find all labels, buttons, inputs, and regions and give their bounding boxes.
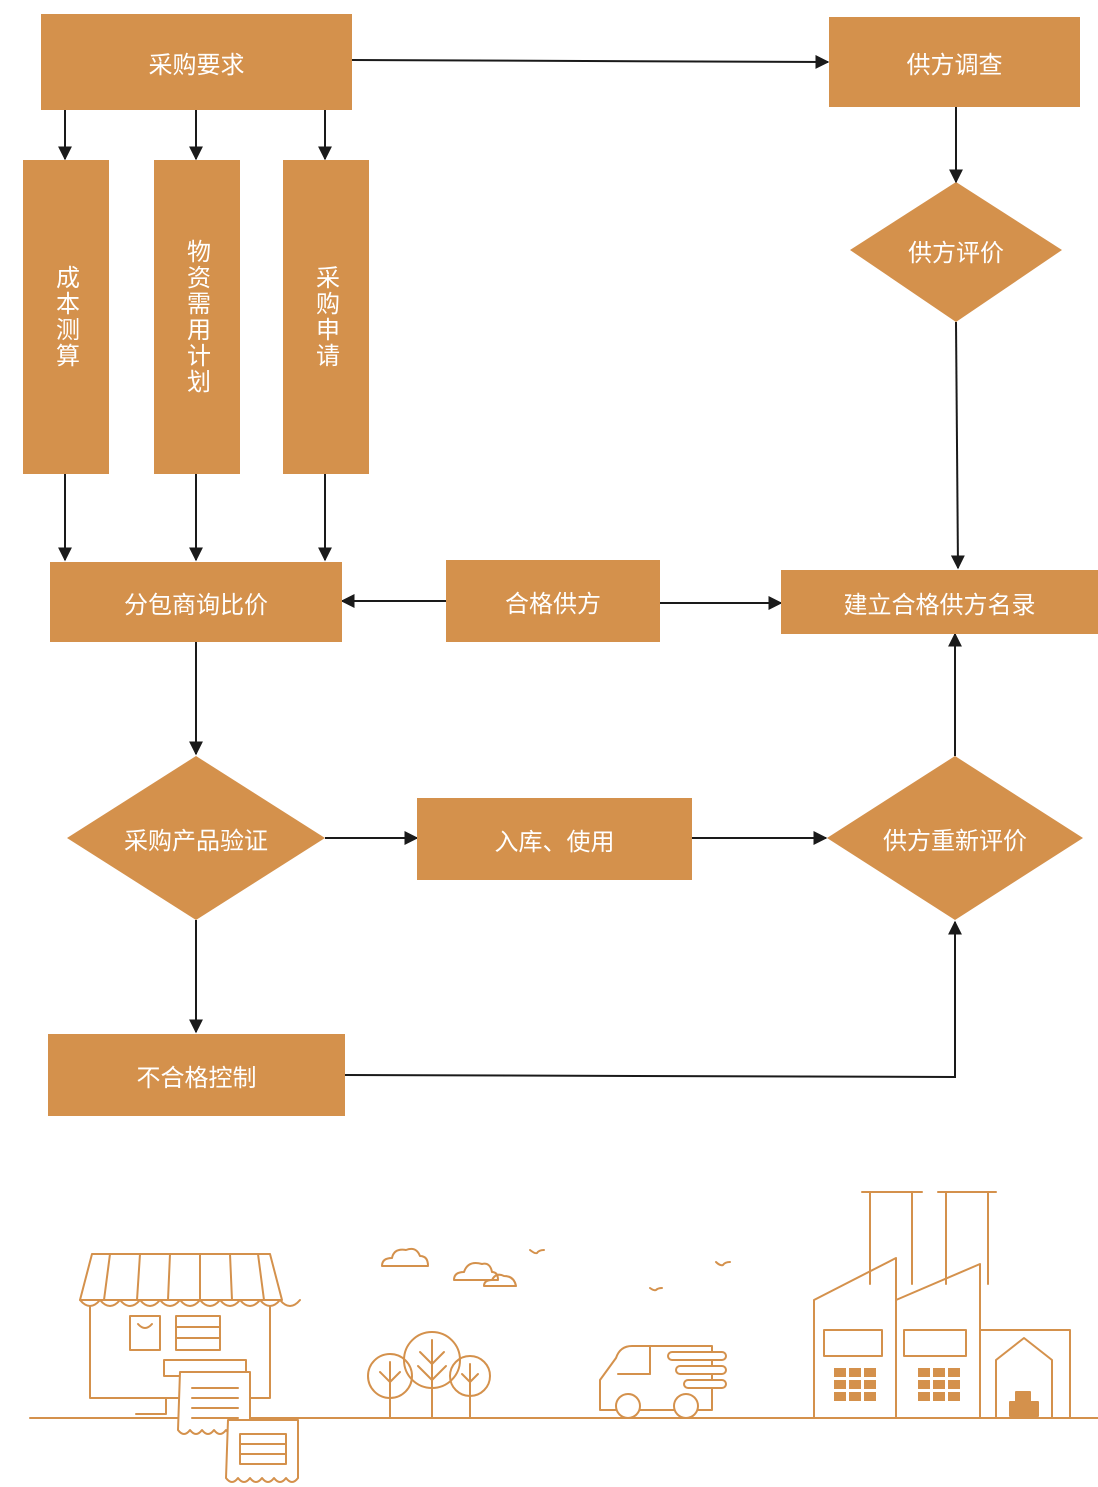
supplier-reevaluation-diamond bbox=[827, 756, 1083, 920]
qualified-supplier-node: 合格供方 bbox=[446, 560, 660, 642]
bird-icon bbox=[649, 1287, 663, 1292]
cost-estimate-node: 成本测算 bbox=[23, 160, 109, 474]
bird-icon bbox=[529, 1249, 545, 1255]
arrow-requirement-to-survey bbox=[351, 54, 830, 69]
factory-icon bbox=[813, 1191, 1071, 1419]
supplier-survey-node: 供方调查 bbox=[829, 17, 1080, 107]
tree-icon bbox=[367, 1331, 491, 1419]
bird-icon bbox=[715, 1261, 731, 1267]
qualified-supplier-list-node: 建立合格供方名录 bbox=[781, 570, 1098, 634]
material-plan-label: 物资需用计划 bbox=[182, 239, 211, 395]
arrow-evaluation-to-list bbox=[950, 321, 965, 570]
shop-icon bbox=[79, 1253, 301, 1415]
purchase-application-node: 采购申请 bbox=[283, 160, 369, 474]
factory-windows bbox=[834, 1368, 960, 1401]
warehousing-use-node: 入库、使用 bbox=[417, 798, 692, 880]
receipt-icon bbox=[177, 1371, 299, 1483]
nonconformity-control-node: 不合格控制 bbox=[48, 1034, 345, 1116]
supplier-reevaluation-label: 供方重新评价 bbox=[883, 826, 1027, 855]
cloud-icon bbox=[381, 1247, 429, 1267]
cloud-icon bbox=[453, 1262, 499, 1281]
cloud-icon bbox=[483, 1273, 517, 1287]
purchase-application-label: 采购申请 bbox=[311, 265, 340, 369]
purchase-requirement-node: 采购要求 bbox=[41, 14, 352, 110]
subcontractor-price-comparison-node: 分包商询比价 bbox=[50, 562, 342, 642]
supplier-evaluation-diamond bbox=[850, 182, 1062, 322]
material-plan-node: 物资需用计划 bbox=[154, 160, 240, 474]
delivery-van-icon bbox=[599, 1345, 727, 1419]
product-verification-label: 采购产品验证 bbox=[124, 826, 268, 855]
supplier-evaluation-label: 供方评价 bbox=[908, 238, 1004, 267]
product-verification-diamond bbox=[67, 756, 325, 920]
arrow-nonconformity-to-reevaluation bbox=[344, 920, 962, 1079]
cost-estimate-label: 成本测算 bbox=[51, 265, 80, 369]
